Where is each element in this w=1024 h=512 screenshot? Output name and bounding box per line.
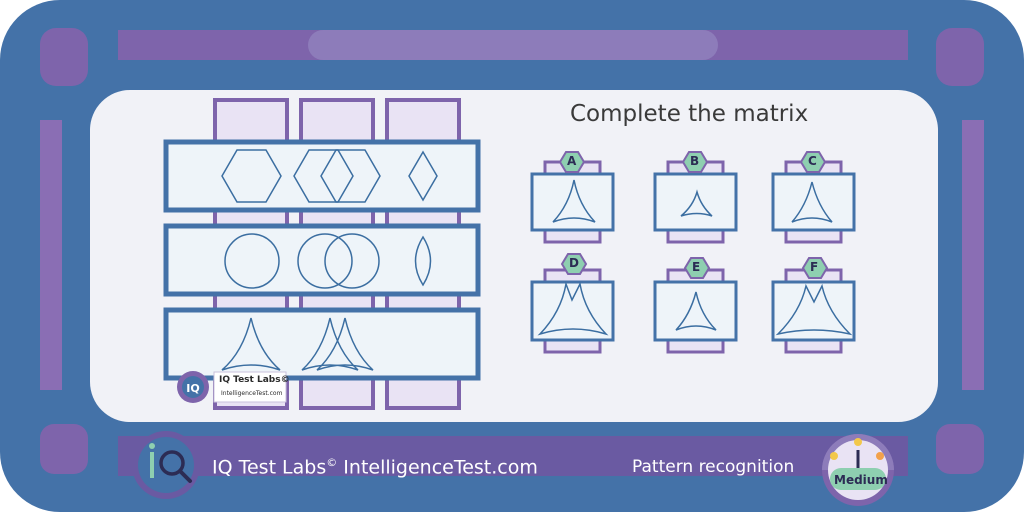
double-peak-wide-icon (775, 283, 853, 336)
medium-face-icon (854, 438, 862, 446)
difficulty-gauge (822, 434, 894, 506)
option-card-d[interactable] (530, 253, 615, 354)
option-letter-e: E (692, 260, 701, 274)
brand-name: IQ Test Labs (212, 456, 327, 479)
curved-triangle-icon-c (791, 181, 833, 223)
corner-bottom-left (40, 424, 88, 474)
matrix-watermark: IQ (177, 371, 287, 403)
overlapping-hexagons-icon (293, 149, 381, 203)
easy-face-icon (830, 452, 838, 460)
watermark-logo-icon: IQ (186, 382, 199, 395)
difficulty-label: Medium (834, 473, 888, 487)
puzzle-category: Pattern recognition (632, 457, 795, 477)
option-card-e[interactable] (653, 257, 738, 354)
option-badge-a (558, 151, 586, 173)
option-letter-c: C (808, 154, 817, 168)
left-bar (40, 120, 62, 390)
footer-bar (118, 436, 908, 476)
watermark-name: IQ Test Labs© (219, 375, 290, 385)
option-badge-f (801, 257, 829, 279)
option-badge-e (683, 257, 711, 279)
brand-logo-icon (132, 431, 200, 499)
option-badge-b (681, 151, 709, 173)
option-letter-d: D (569, 256, 579, 270)
hexagon-icon (221, 149, 282, 203)
curved-triangle-icon-e (675, 291, 717, 331)
option-badge-c (799, 151, 827, 173)
option-badge-d (560, 253, 588, 275)
diamond-icon (408, 150, 438, 202)
double-peak-icon (537, 281, 609, 336)
curved-triangle-tall-icon (552, 179, 596, 223)
puzzle-title: Complete the matrix (570, 101, 809, 127)
lens-icon (414, 235, 432, 287)
corner-top-left (40, 28, 88, 86)
curved-triangle-icon (221, 317, 281, 371)
overlapping-circles-icon (297, 233, 380, 289)
option-card-c[interactable] (771, 151, 856, 244)
matrix-row-1 (163, 139, 481, 213)
watermark-site: IntelligenceTest.com (221, 390, 283, 397)
matrix-row-3 (163, 307, 481, 381)
corner-bottom-right (936, 424, 984, 474)
curved-triangle-small-icon (680, 189, 713, 217)
copyright-mark: © (326, 456, 338, 469)
option-card-a[interactable] (530, 151, 615, 244)
hard-face-icon (876, 452, 884, 460)
option-card-f[interactable] (771, 257, 856, 354)
circle-icon (224, 233, 280, 289)
option-letter-f: F (810, 260, 819, 274)
corner-top-right (936, 28, 984, 86)
top-bar-highlight (308, 30, 718, 60)
matrix-row-2 (163, 223, 481, 297)
brand-site: IntelligenceTest.com (343, 456, 538, 479)
option-letter-a: A (567, 154, 577, 168)
option-card-b[interactable] (653, 151, 738, 244)
right-bar (962, 120, 984, 390)
overlapping-triangles-icon (301, 317, 374, 371)
option-letter-b: B (690, 154, 700, 168)
brand-footer: IQ Test Labs© IntelligenceTest.com (212, 456, 538, 478)
